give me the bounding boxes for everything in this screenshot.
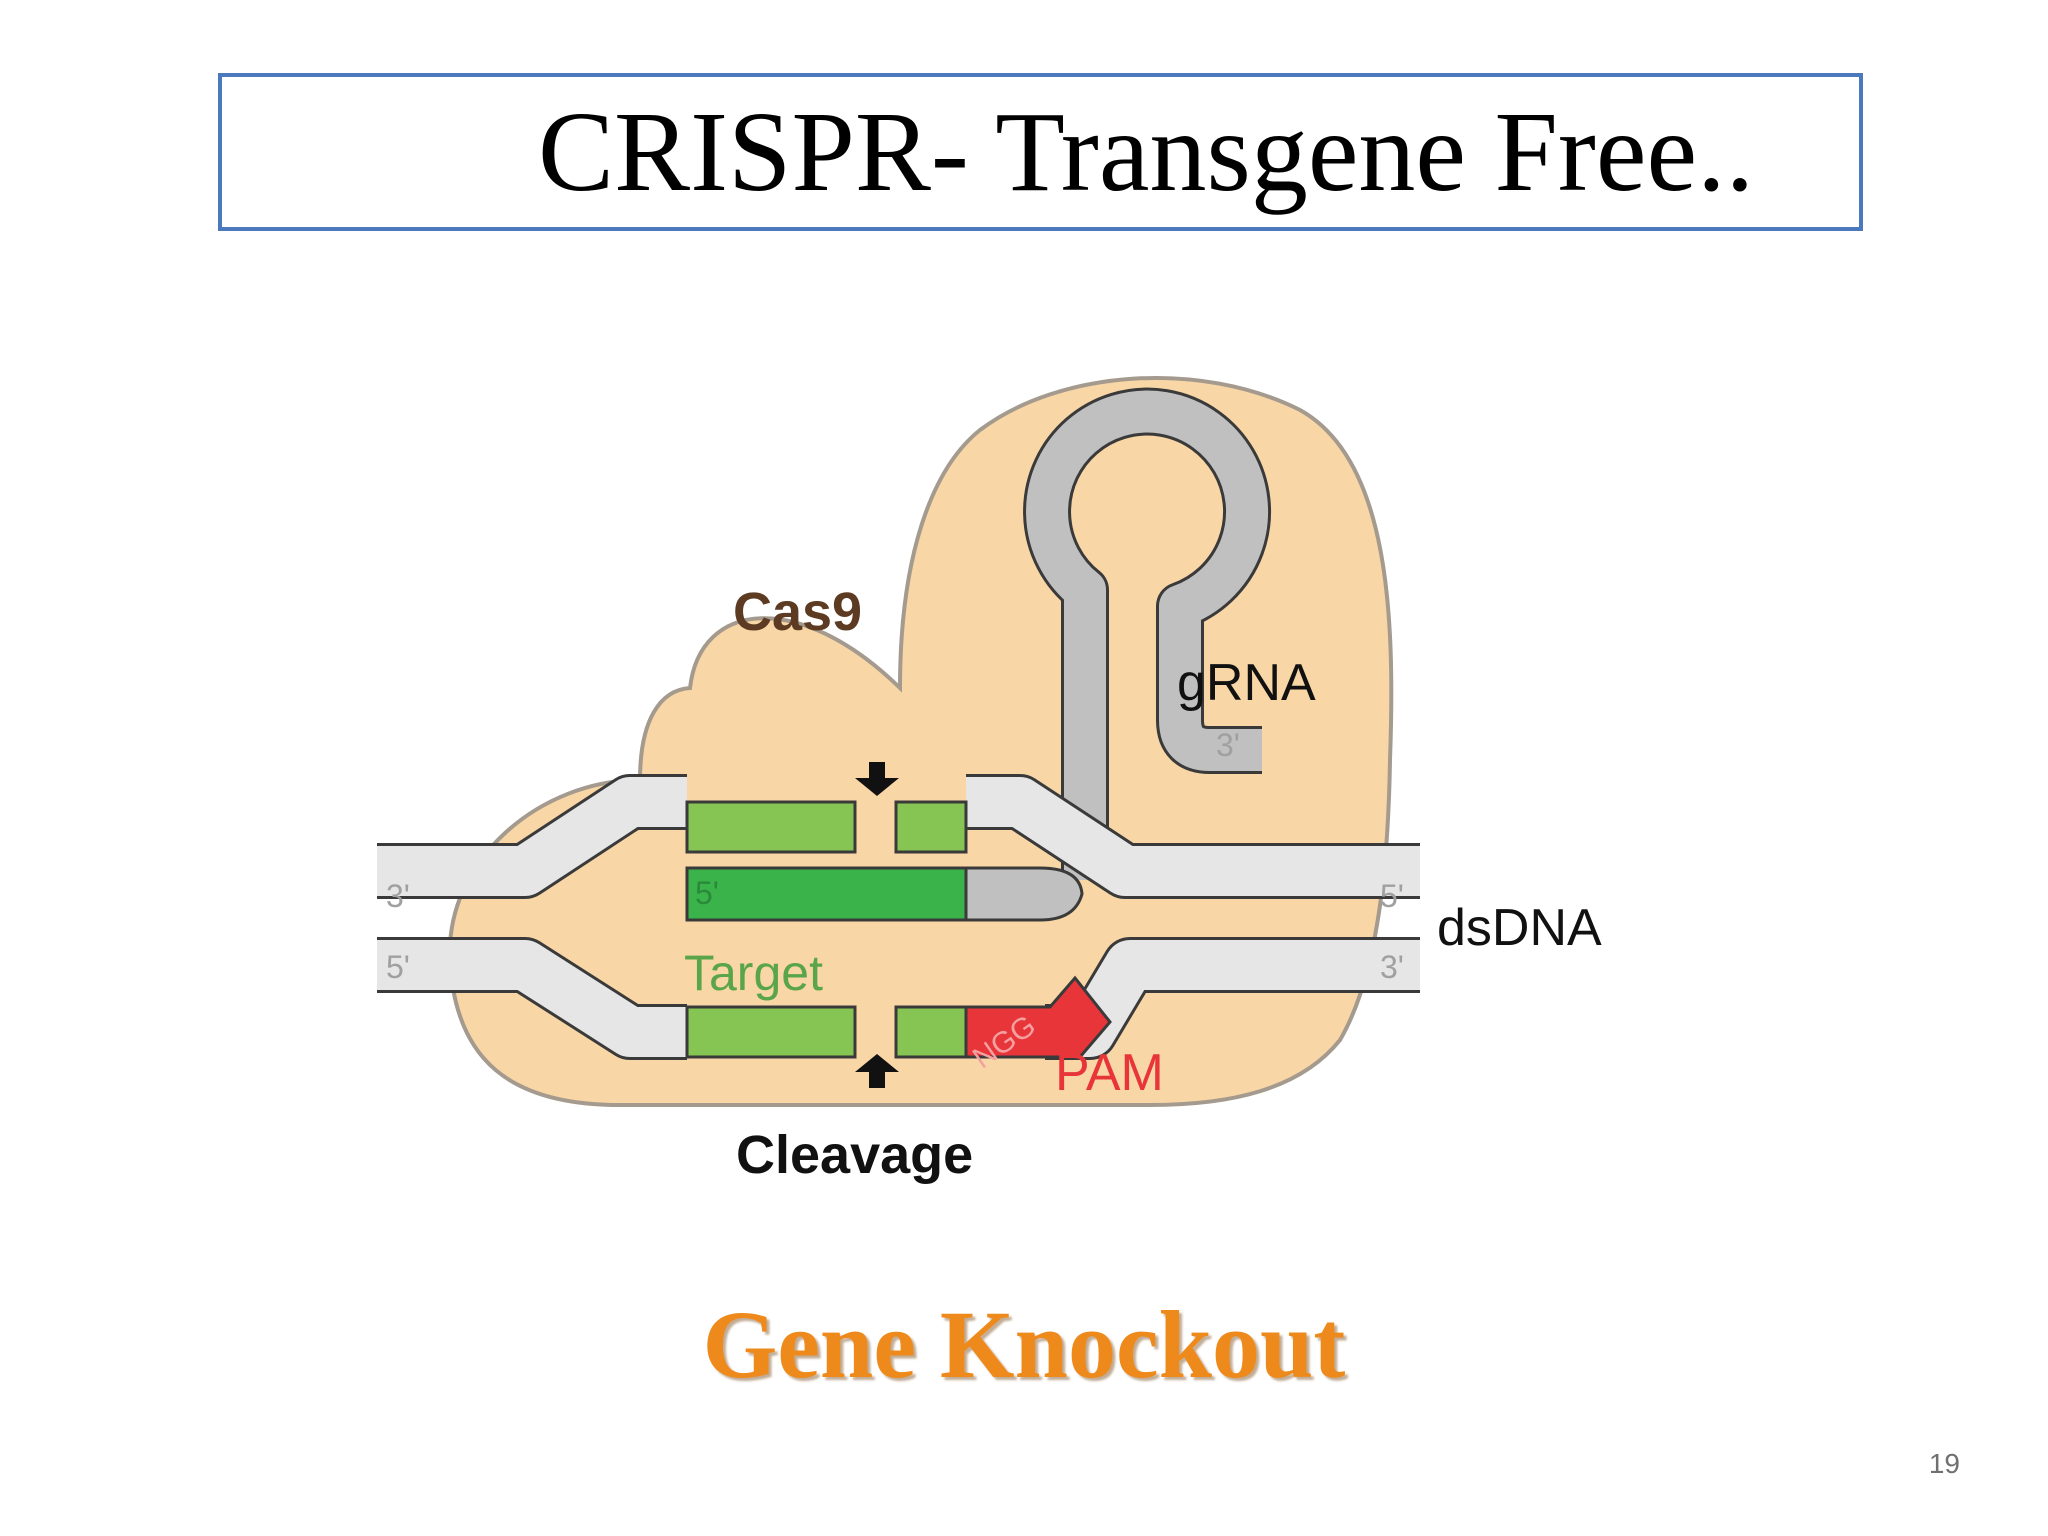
title-box: CRISPR- Transgene Free.. (218, 73, 1863, 231)
cas9-protein (447, 376, 1394, 1107)
target-label: Target (684, 945, 823, 1001)
end-label-top-right: 5' (1380, 878, 1404, 914)
pam-region (964, 975, 1112, 1059)
grna-label: gRNA (1177, 654, 1316, 712)
end-label-grna-tail: 3' (1216, 727, 1240, 763)
cleavage-arrow-top (855, 762, 899, 796)
grna-hairpin (1023, 387, 1272, 880)
target-top-right (894, 800, 968, 854)
end-label-guide-start: 5' (695, 875, 719, 911)
target-bottom-left (685, 1005, 857, 1059)
end-label-bottom-right: 3' (1380, 949, 1404, 985)
target-bottom-right (894, 1005, 968, 1059)
slide-title: CRISPR- Transgene Free.. (538, 88, 1755, 215)
gene-knockout-heading: Gene Knockout (702, 1291, 1346, 1398)
cleavage-label: Cleavage (736, 1125, 973, 1185)
pam-label: PAM (1055, 1044, 1164, 1102)
target-top-left (685, 800, 857, 854)
guide-rna-bridge (964, 866, 1084, 922)
dsdna-label: dsDNA (1437, 899, 1602, 957)
cas9-label: Cas9 (733, 582, 862, 642)
cleavage-arrow-bottom (855, 1054, 899, 1088)
page-number: 19 (1928, 1448, 1960, 1479)
dna-top-strand (377, 774, 1420, 899)
guide-rna-spacer (685, 866, 968, 922)
end-label-top-left: 3' (386, 878, 410, 914)
end-label-bottom-left: 5' (386, 949, 410, 985)
